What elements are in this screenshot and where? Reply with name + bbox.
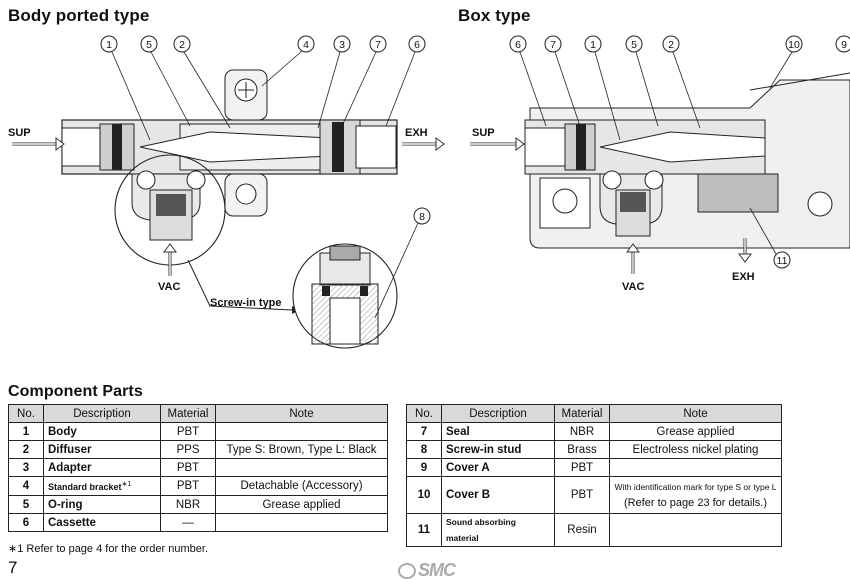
- callout-10: 10: [788, 39, 800, 51]
- callout-11: 11: [777, 255, 788, 267]
- table-row: 2 Diffuser PPS Type S: Brown, Type L: Bl…: [8, 440, 388, 459]
- col-description: Description: [43, 404, 161, 423]
- exh-label: EXH: [405, 127, 428, 139]
- screw-in-label: Screw-in type: [210, 297, 282, 309]
- table-row: 8 Screw-in stud Brass Electroless nickel…: [406, 440, 782, 459]
- callout-8: 8: [419, 211, 425, 223]
- smc-logo: SMC: [398, 560, 456, 581]
- parts-table-left: No. Description Material Note 1 Body PBT…: [8, 404, 388, 532]
- col-no: No.: [8, 404, 44, 423]
- col-description: Description: [441, 404, 555, 423]
- vac-label: VAC: [158, 281, 180, 293]
- vac-label: VAC: [622, 281, 644, 293]
- callout-3: 3: [339, 39, 345, 51]
- callout-2: 2: [668, 39, 674, 51]
- body-ported-diagram: 1 5 2 4 3 7 6 8 SUP EXH VAC Screw-in typ…: [8, 35, 445, 349]
- sup-label: SUP: [472, 127, 495, 139]
- table-row: 4 Standard bracket∗1 PBT Detachable (Acc…: [8, 476, 388, 496]
- callout-6: 6: [515, 39, 521, 51]
- callout-7: 7: [375, 39, 381, 51]
- logo-mark-icon: [398, 563, 416, 580]
- exh-label: EXH: [732, 271, 755, 283]
- box-type-title: Box type: [458, 6, 531, 25]
- table-row: 3 Adapter PBT: [8, 458, 388, 477]
- col-note: Note: [609, 404, 782, 423]
- col-no: No.: [406, 404, 442, 423]
- page-number: 7: [8, 558, 18, 577]
- callout-5: 5: [146, 39, 152, 51]
- callout-1: 1: [590, 39, 596, 51]
- body-ported-title: Body ported type: [8, 6, 150, 25]
- table-row: 11 Sound absorbing material Resin: [406, 513, 782, 547]
- table-row: 6 Cassette —: [8, 513, 388, 532]
- sup-label: SUP: [8, 127, 31, 139]
- table-row: 7 Seal NBR Grease applied: [406, 422, 782, 441]
- col-material: Material: [160, 404, 216, 423]
- box-type-diagram: 6 7 1 5 2 10 9 11 SUP VAC EXH: [470, 35, 850, 293]
- table-row: 10 Cover B PBT With identification mark …: [406, 476, 782, 514]
- col-note: Note: [215, 404, 388, 423]
- callout-6: 6: [414, 39, 420, 51]
- table-row: 9 Cover A PBT: [406, 458, 782, 477]
- callout-5: 5: [631, 39, 637, 51]
- callout-1: 1: [106, 39, 112, 51]
- table-row: 5 O-ring NBR Grease applied: [8, 495, 388, 514]
- col-material: Material: [554, 404, 610, 423]
- footnote: ∗1 Refer to page 4 for the order number.: [8, 543, 208, 555]
- parts-table-right: No. Description Material Note 7 Seal NBR…: [406, 404, 782, 547]
- table-row: 1 Body PBT: [8, 422, 388, 441]
- component-parts-title: Component Parts: [8, 383, 143, 400]
- callout-4: 4: [303, 39, 309, 51]
- callout-2: 2: [179, 39, 185, 51]
- callout-7: 7: [550, 39, 556, 51]
- callout-9: 9: [841, 39, 847, 51]
